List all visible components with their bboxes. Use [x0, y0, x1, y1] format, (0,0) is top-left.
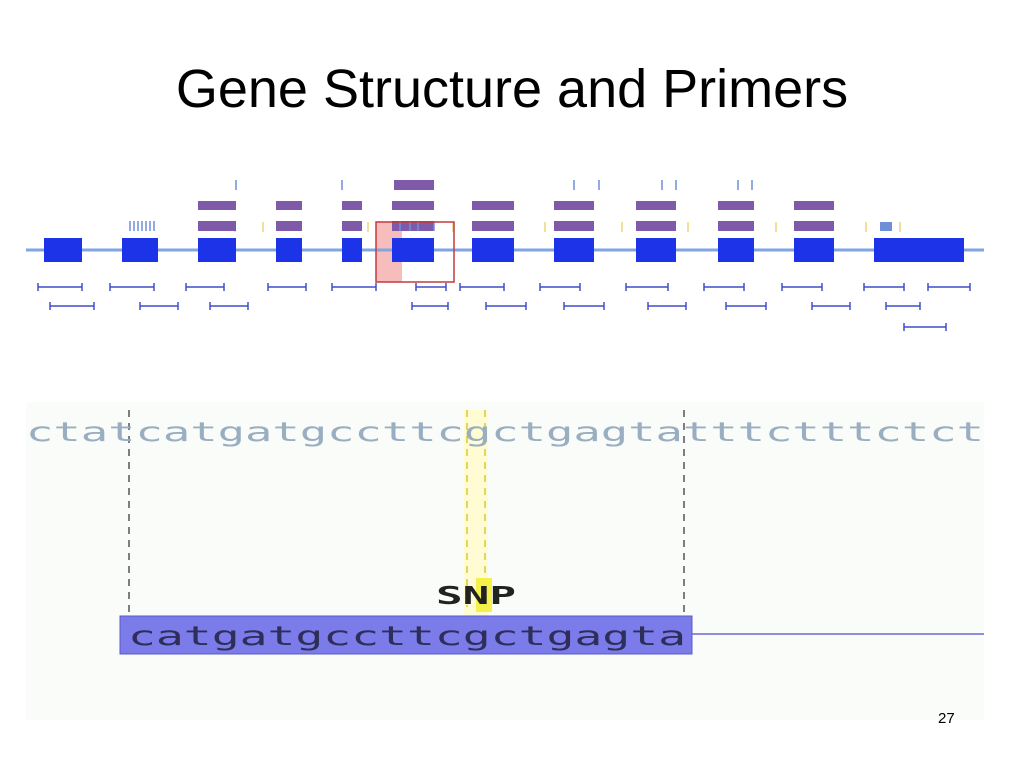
exon-block — [392, 238, 434, 262]
transcript-bar — [794, 221, 834, 231]
exon-block — [342, 238, 362, 262]
transcript-bar — [636, 201, 676, 210]
exon-block — [794, 238, 834, 262]
transcript-bar — [636, 221, 676, 231]
sequence-panel: ctatcatgatgccttcgctgagtatttctttctct SNP … — [26, 402, 984, 720]
exon-block — [718, 238, 754, 262]
gene-structure-panel — [26, 170, 984, 345]
exon-block — [198, 238, 236, 262]
exon-block — [276, 238, 302, 262]
transcript-bar — [276, 221, 302, 231]
genomic-sequence: ctatcatgatgccttcgctgagtatttctttctct — [26, 417, 984, 448]
exon-block — [472, 238, 514, 262]
transcript-bar — [472, 221, 514, 231]
transcript-bar — [718, 221, 754, 231]
exon-block — [636, 238, 676, 262]
transcript-bar — [554, 221, 594, 231]
snp-marker — [476, 578, 492, 612]
transcript-bar — [276, 201, 302, 210]
exon-block — [874, 238, 964, 262]
transcript-bar — [794, 201, 834, 210]
transcript-bar — [342, 201, 362, 210]
transcript-bar — [392, 221, 434, 231]
gene-structure-diagram — [26, 180, 984, 331]
transcript-bar — [472, 201, 514, 210]
region-highlight-box — [375, 221, 455, 283]
sequence-diagram: ctatcatgatgccttcgctgagtatttctttctct SNP … — [26, 410, 984, 655]
transcript-bar — [554, 201, 594, 210]
exon-block — [554, 238, 594, 262]
transcript-bar — [392, 201, 434, 210]
transcript-bar — [718, 201, 754, 210]
page-number: 27 — [938, 710, 955, 727]
primer-box — [119, 615, 693, 655]
transcript-bar — [394, 180, 434, 190]
snp-label: SNP — [436, 581, 516, 610]
transcript-bar — [198, 221, 236, 231]
exon-block — [44, 238, 82, 262]
transcript-bar — [342, 221, 362, 231]
transcript-bar — [198, 201, 236, 210]
feature-mark — [880, 222, 892, 231]
exon-block — [122, 238, 158, 262]
primer-sequence: catgatgccttcgctgagta — [128, 621, 686, 652]
slide-title: Gene Structure and Primers — [175, 59, 849, 119]
